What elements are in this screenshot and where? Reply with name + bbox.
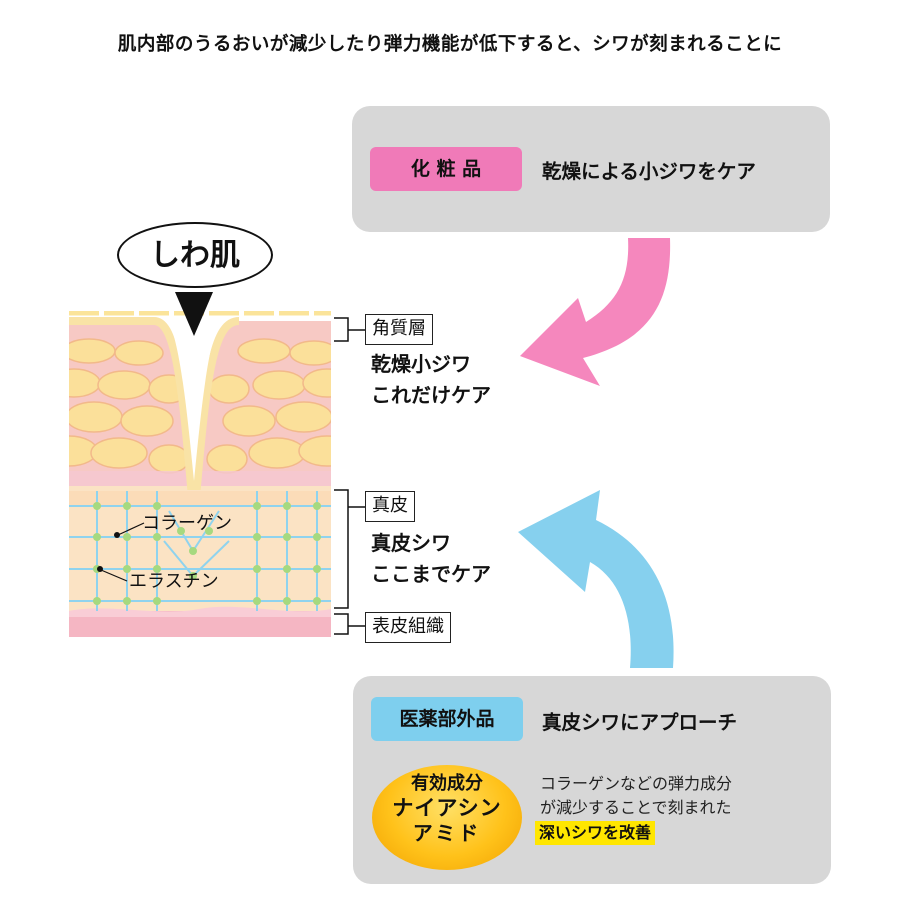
skin-title-bubble: しわ肌 bbox=[117, 222, 273, 288]
quasi-drug-text: 真皮シワにアプローチ bbox=[542, 711, 738, 734]
stratum-corneum-label: 角質層 bbox=[365, 314, 433, 345]
niacinamide-badge: 有効成分 ナイアシン アミド bbox=[372, 765, 522, 870]
badge-line3: アミド bbox=[412, 821, 482, 845]
badge-line2: ナイアシン bbox=[392, 796, 502, 820]
cosmetic-text: 乾燥による小ジワをケア bbox=[542, 160, 756, 183]
highlight-text: 深いシワを改善 bbox=[535, 821, 656, 845]
note-line1: コラーゲンなどの弾力成分 bbox=[540, 774, 733, 793]
collagen-pointer bbox=[114, 522, 145, 538]
dermis-label: 真皮 bbox=[365, 491, 415, 522]
dermis-desc-2: ここまでケア bbox=[371, 562, 491, 586]
stratum-corneum-desc-1: 乾燥小ジワ bbox=[371, 352, 471, 376]
pink-arrow bbox=[520, 238, 671, 386]
stratum-corneum-desc-2: これだけケア bbox=[371, 383, 491, 407]
subcutaneous-label: 表皮組織 bbox=[365, 612, 451, 643]
note-line2: が減少することで刻まれた bbox=[540, 798, 732, 817]
quasi-drug-tag: 医薬部外品 bbox=[371, 697, 523, 741]
blue-arrow bbox=[518, 490, 674, 668]
badge-line1: 有効成分 bbox=[411, 773, 483, 794]
elastin-label: エラスチン bbox=[129, 571, 219, 592]
cosmetic-tag: 化 粧 品 bbox=[370, 147, 522, 191]
wrinkle-pointer bbox=[175, 292, 213, 336]
headline: 肌内部のうるおいが減少したり弾力機能が低下すると、シワが刻まれることに bbox=[117, 34, 783, 55]
collagen-label: コラーゲン bbox=[142, 513, 232, 534]
skin-illustration bbox=[69, 311, 331, 637]
elastin-pointer bbox=[97, 566, 128, 582]
layer-brackets bbox=[334, 317, 366, 635]
dermis-desc-1: 真皮シワ bbox=[371, 531, 451, 555]
